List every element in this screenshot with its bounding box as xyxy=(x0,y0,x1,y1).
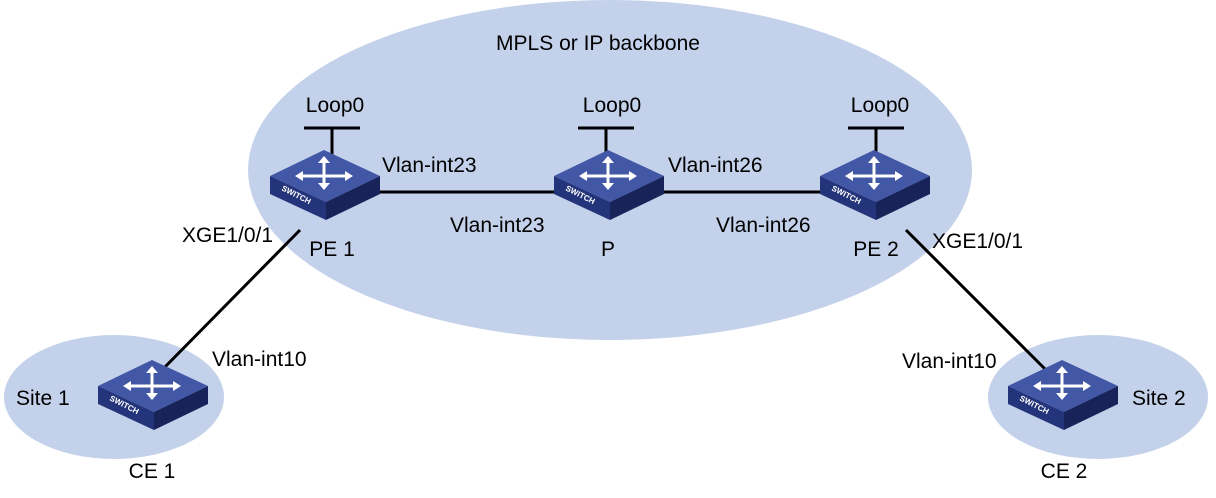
pe2-to-ce2-interface-label: XGE1/0/1 xyxy=(932,230,1023,253)
ce2-name-label: CE 2 xyxy=(1041,460,1088,483)
p-loopback-label: Loop0 xyxy=(583,94,641,117)
link-pe1-ce1 xyxy=(158,228,302,374)
p-to-pe2-interface-label: Vlan-int26 xyxy=(668,154,763,177)
pe1-loopback-label: Loop0 xyxy=(306,94,364,117)
pe1-switch-icon: SWITCH xyxy=(268,148,382,222)
pe2-loopback-label: Loop0 xyxy=(851,94,909,117)
pe1-to-p-interface-label: Vlan-int23 xyxy=(382,154,477,177)
site1-label: Site 1 xyxy=(16,387,70,410)
p-name-label: P xyxy=(601,238,615,261)
p-to-pe1-interface-label: Vlan-int23 xyxy=(450,214,545,237)
ce1-name-label: CE 1 xyxy=(129,460,176,483)
ce2-to-pe2-interface-label: Vlan-int10 xyxy=(902,350,997,373)
link-pe2-ce2 xyxy=(904,228,1050,374)
backbone-label: MPLS or IP backbone xyxy=(496,32,700,55)
pe2-name-label: PE 2 xyxy=(853,238,899,261)
ce1-to-pe1-interface-label: Vlan-int10 xyxy=(212,348,307,371)
pe2-to-p-interface-label: Vlan-int26 xyxy=(716,214,811,237)
site2-label: Site 2 xyxy=(1132,387,1186,410)
pe1-name-label: PE 1 xyxy=(309,238,355,261)
p-switch-icon: SWITCH xyxy=(552,148,666,222)
pe2-switch-icon: SWITCH xyxy=(818,148,932,222)
pe1-to-ce1-interface-label: XGE1/0/1 xyxy=(182,224,273,247)
ce2-switch-icon: SWITCH xyxy=(1006,358,1120,432)
ce1-switch-icon: SWITCH xyxy=(96,358,210,432)
